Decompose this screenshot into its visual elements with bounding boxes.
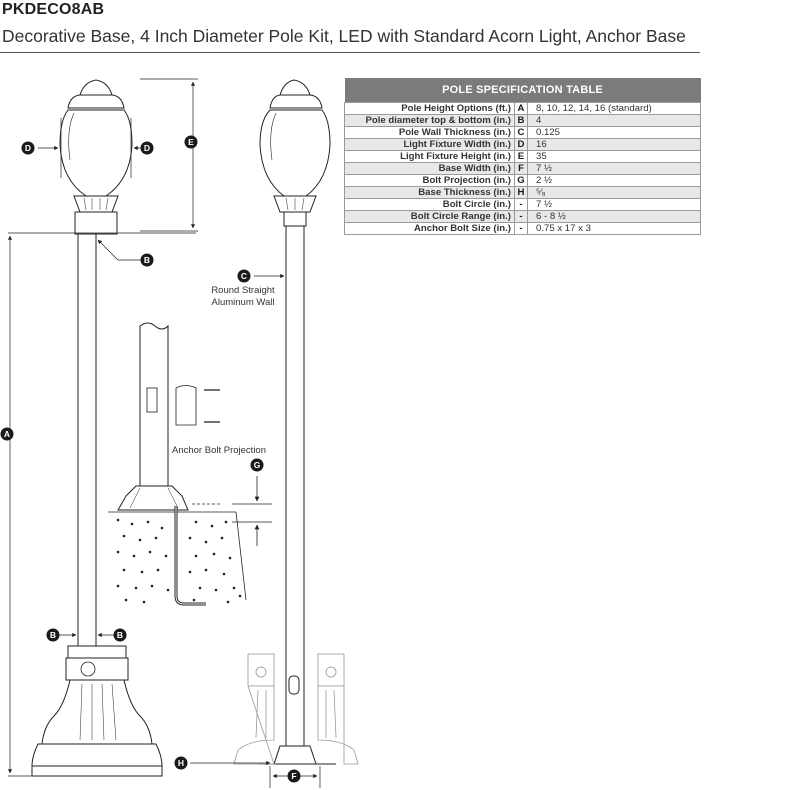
badge-h: H: [174, 756, 188, 770]
spec-label: Anchor Bolt Size (in.): [344, 222, 515, 235]
svg-text:B: B: [144, 255, 150, 265]
concrete-dots: [116, 518, 242, 604]
spec-label: Bolt Projection (in.): [344, 174, 515, 187]
left-pole-drawing: [31, 79, 163, 777]
spec-label: Light Fixture Width (in.): [344, 138, 515, 151]
wall-callout-line2: Aluminum Wall: [212, 297, 275, 308]
badge-f: F: [287, 769, 301, 783]
spec-code: F: [514, 162, 528, 175]
spec-row: Bolt Circle (in.)-7 ½: [344, 198, 701, 211]
svg-text:G: G: [254, 460, 261, 470]
badge-g: G: [250, 458, 264, 472]
spec-code: G: [514, 174, 528, 187]
spec-value: 35: [527, 150, 701, 163]
product-description: Decorative Base, 4 Inch Diameter Pole Ki…: [2, 26, 686, 46]
spec-code: -: [514, 198, 528, 211]
badge-b-right: B: [113, 628, 127, 642]
anchor-bolt-detail: [108, 322, 272, 606]
spec-code: E: [514, 150, 528, 163]
spec-value: ⁵⁄₈: [527, 186, 701, 199]
svg-text:E: E: [188, 137, 194, 147]
spec-value: 0.75 x 17 x 3: [527, 222, 701, 235]
spec-label: Pole diameter top & bottom (in.): [344, 114, 515, 127]
svg-text:B: B: [117, 630, 123, 640]
badge-a: A: [0, 427, 14, 441]
badge-b-left: B: [46, 628, 60, 642]
spec-label: Base Thickness (in.): [344, 186, 515, 199]
spec-table-title: POLE SPECIFICATION TABLE: [344, 78, 701, 103]
spec-value: 16: [527, 138, 701, 151]
spec-code: H: [514, 186, 528, 199]
svg-text:H: H: [178, 758, 184, 768]
spec-code: B: [514, 114, 528, 127]
bolt-projection-dimension: [192, 476, 272, 546]
product-code: PKDECO8AB: [2, 1, 105, 18]
badge-d-right: D: [140, 141, 154, 155]
anchor-bolt-label: Anchor Bolt Projection: [172, 445, 266, 456]
spec-label: Bolt Circle (in.): [344, 198, 515, 211]
spec-value: 7 ½: [527, 198, 701, 211]
spec-label: Base Width (in.): [344, 162, 515, 175]
spec-code: -: [514, 222, 528, 235]
right-pole-drawing: [258, 79, 336, 765]
badge-b-top: B: [140, 253, 154, 267]
svg-text:D: D: [144, 143, 150, 153]
svg-text:A: A: [4, 429, 10, 439]
badge-c: C: [237, 269, 251, 283]
spec-label: Pole Height Options (ft.): [344, 102, 515, 115]
spec-row: Anchor Bolt Size (in.)-0.75 x 17 x 3: [344, 222, 701, 235]
spec-value: 2 ½: [527, 174, 701, 187]
pole-spec-table: POLE SPECIFICATION TABLE Pole Height Opt…: [344, 78, 701, 235]
svg-text:B: B: [50, 630, 56, 640]
svg-text:C: C: [241, 271, 247, 281]
wall-callout-line1: Round Straight: [211, 285, 275, 296]
badge-e: E: [184, 135, 198, 149]
base-ghost-right: [317, 653, 359, 765]
spec-code: -: [514, 210, 528, 223]
left-dimension-lines: [7, 78, 198, 777]
spec-value: 6 - 8 ½: [527, 210, 701, 223]
spec-code: A: [514, 102, 528, 115]
spec-label: Pole Wall Thickness (in.): [344, 126, 515, 139]
spec-value: 0.125: [527, 126, 701, 139]
badge-d-left: D: [21, 141, 35, 155]
spec-label: Bolt Circle Range (in.): [344, 210, 515, 223]
spec-row: Bolt Circle Range (in.)-6 - 8 ½: [344, 210, 701, 223]
spec-value: 4: [527, 114, 701, 127]
spec-code: C: [514, 126, 528, 139]
spec-code: D: [514, 138, 528, 151]
header-divider: [0, 52, 700, 53]
screw-icon: [204, 389, 220, 423]
spec-value: 8, 10, 12, 14, 16 (standard): [527, 102, 701, 115]
base-ghost-left: [233, 653, 275, 765]
spec-value: 7 ½: [527, 162, 701, 175]
spec-label: Light Fixture Height (in.): [344, 150, 515, 163]
svg-text:D: D: [25, 143, 31, 153]
svg-text:F: F: [291, 771, 296, 781]
